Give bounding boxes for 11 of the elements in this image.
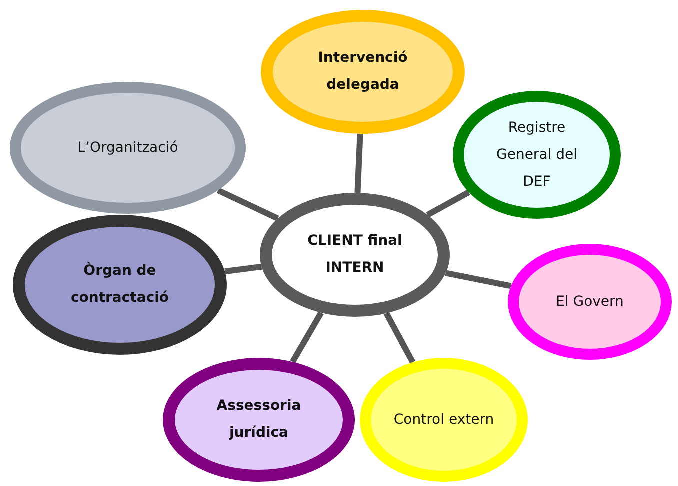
node-label: CLIENT final INTERN [306, 232, 404, 278]
node-label: L’Organització [78, 138, 178, 158]
connector-line [445, 270, 512, 290]
node-label: Assessoria jurídica [216, 397, 302, 443]
connector-line [354, 134, 364, 194]
connector-line [224, 264, 262, 275]
node-label: Control extern [394, 410, 494, 430]
node-label: Òrgan de contractació [70, 261, 170, 308]
node-label: Intervenció delegada [317, 49, 409, 95]
node-label: El Govern [556, 292, 624, 312]
node-label: Registre General del DEF [495, 118, 578, 192]
